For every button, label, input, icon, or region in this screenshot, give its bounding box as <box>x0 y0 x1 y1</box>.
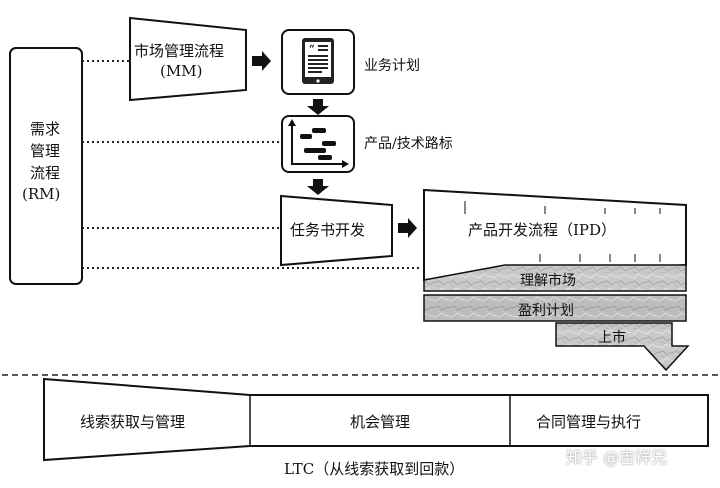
ltc-contract-label: 合同管理与执行 <box>536 413 642 431</box>
ipd-label: 产品开发流程（IPD） <box>468 221 617 239</box>
understand-market-label: 理解市场 <box>520 273 576 289</box>
arrow-down-icon <box>307 179 329 195</box>
profit-plan-label: 盈利计划 <box>518 303 574 319</box>
arrow-right-icon <box>398 218 417 238</box>
ltc-opportunity-label: 机会管理 <box>350 413 411 431</box>
arrow-down-icon <box>307 99 329 115</box>
charter-label: 任务书开发 <box>290 221 366 239</box>
mm-label-1: 市场管理流程 <box>134 42 225 60</box>
rm-box <box>9 47 83 285</box>
understand-market-band <box>423 264 687 292</box>
gantt-chart-icon <box>288 119 349 168</box>
svg-text:“: “ <box>309 44 315 55</box>
launch-arrow <box>555 322 690 372</box>
rm-label-2: 管理 <box>30 142 61 160</box>
ltc-caption: LTC（从线索获取到回款） <box>284 460 465 478</box>
roadmap-label: 产品/技术路标 <box>364 136 453 152</box>
tablet-document-icon: “ <box>302 38 334 84</box>
mm-process-shape <box>129 16 247 102</box>
watermark: 知乎 @吉祥兄 <box>566 448 668 467</box>
profit-plan-band <box>423 294 687 322</box>
rm-label-3: 流程 <box>30 164 61 182</box>
rm-label-4: (RM) <box>22 185 61 203</box>
roadmap-icon-box <box>281 115 355 173</box>
ipd-funnel <box>423 188 687 282</box>
mm-label-2: (MM) <box>160 62 203 80</box>
launch-label: 上市 <box>598 330 626 346</box>
business-plan-label: 业务计划 <box>364 58 420 74</box>
ltc-lead-label: 线索获取与管理 <box>80 413 186 431</box>
charter-development-shape <box>280 194 393 267</box>
arrow-right-icon <box>252 51 271 71</box>
rm-label-1: 需求 <box>30 120 61 138</box>
